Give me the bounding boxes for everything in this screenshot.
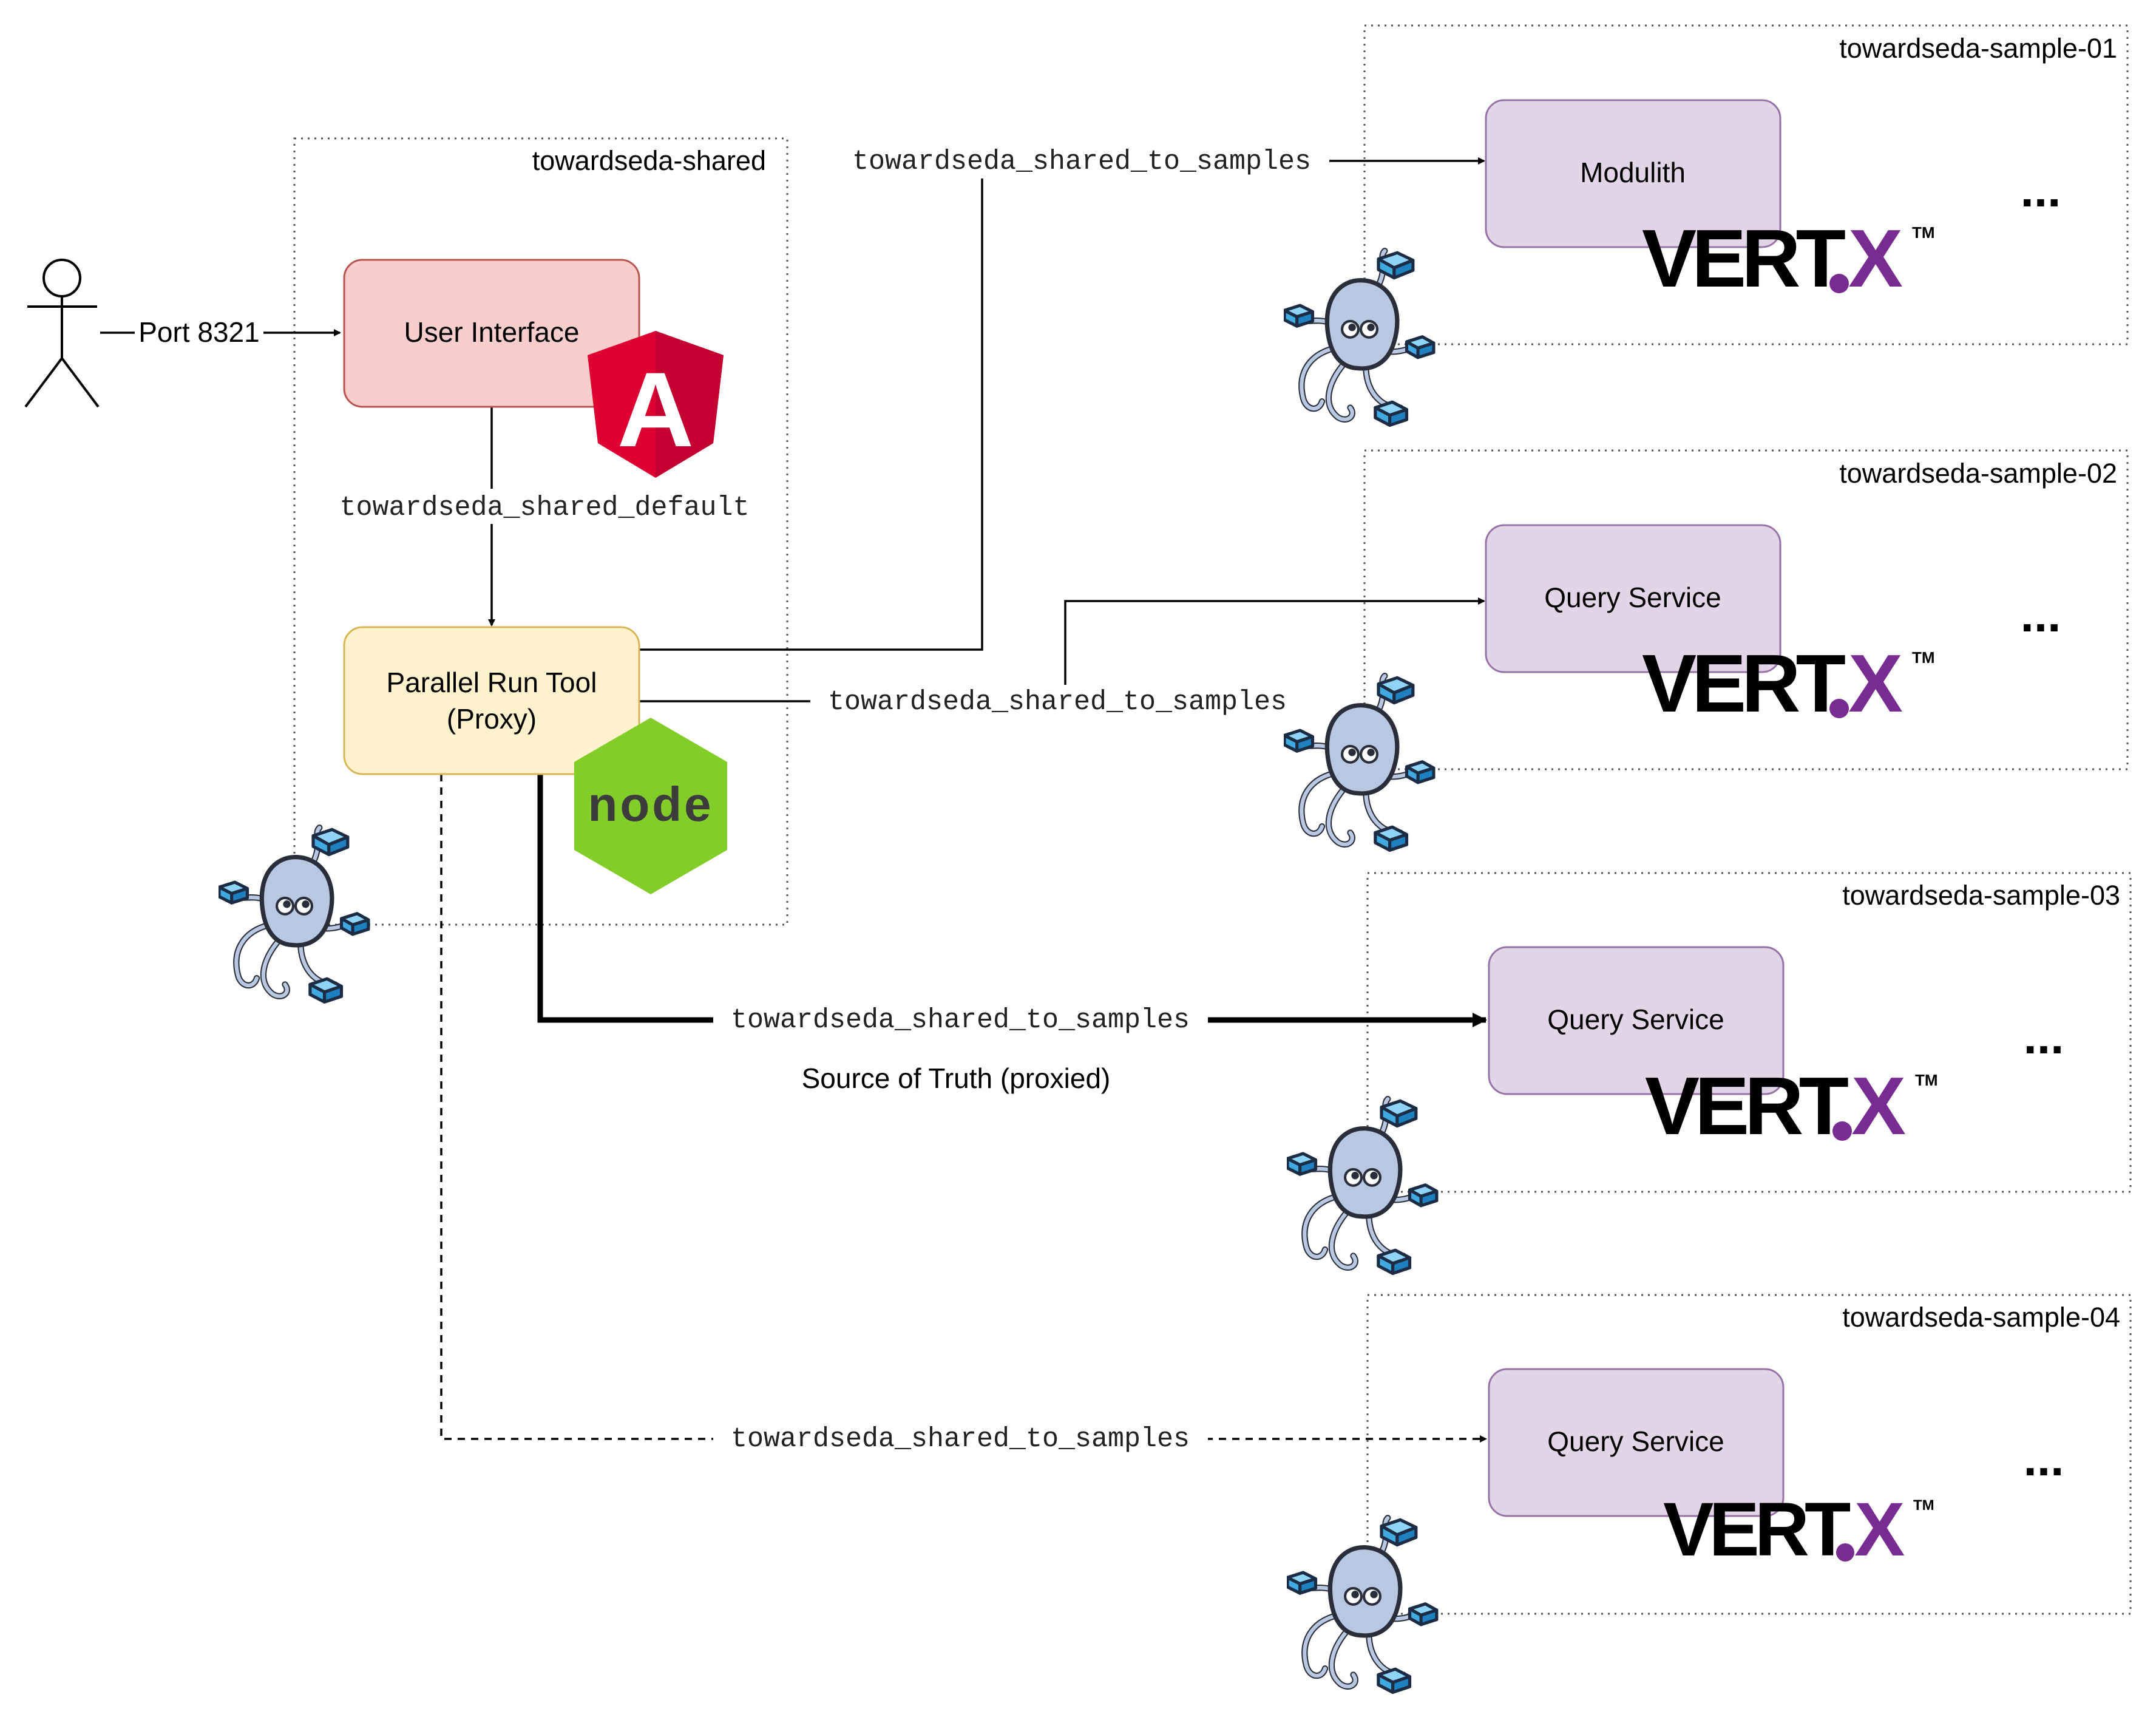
proxy-label-line2: (Proxy)	[447, 703, 537, 735]
network-label-04: towardseda_shared_to_samples	[731, 1424, 1190, 1455]
sample-container-04: towardseda-sample-04	[1366, 1294, 2132, 1615]
service-node-01: Modulith	[1485, 99, 1781, 248]
svg-text:A: A	[617, 351, 694, 469]
sample-title: towardseda-sample-01	[1839, 33, 2117, 64]
svg-text:VERT: VERT	[1642, 212, 1846, 304]
service-label: Query Service	[1547, 1426, 1724, 1457]
octopus-icon	[1284, 251, 1434, 425]
vertx-logo: VERT X TM	[1642, 637, 1935, 729]
service-node-04: Query Service	[1488, 1368, 1785, 1517]
octopus-icon	[1287, 1099, 1437, 1273]
more-marker: ...	[2021, 163, 2061, 217]
service-label: Query Service	[1547, 1004, 1724, 1035]
svg-text:X: X	[1851, 1060, 1906, 1152]
octopus-icon	[1287, 1518, 1437, 1692]
angular-icon: A	[588, 331, 724, 478]
parallel-run-tool-node: Parallel Run Tool (Proxy)	[343, 626, 640, 775]
more-marker: ...	[2021, 588, 2061, 642]
service-label: Query Service	[1544, 582, 1721, 613]
network-label-03: towardseda_shared_to_samples	[731, 1005, 1190, 1036]
edge-to-sample-01	[639, 157, 1485, 651]
port-label: Port 8321	[138, 316, 259, 348]
sample-title: towardseda-sample-02	[1839, 458, 2117, 489]
svg-text:X: X	[1854, 1487, 1905, 1572]
nodejs-icon: node	[574, 718, 727, 894]
user-interface-node: User Interface	[343, 259, 640, 408]
service-node-03: Query Service	[1488, 946, 1785, 1095]
svg-text:VERT: VERT	[1663, 1487, 1851, 1572]
service-node-02: Query Service	[1485, 524, 1781, 673]
svg-text:TM: TM	[1912, 223, 1935, 242]
sample-title: towardseda-sample-04	[1842, 1302, 2120, 1333]
svg-text:VERT: VERT	[1642, 637, 1846, 729]
default-network-label: towardseda_shared_default	[339, 492, 749, 523]
more-marker: ...	[2024, 1010, 2064, 1064]
sample-container-03: towardseda-sample-03	[1366, 872, 2132, 1193]
shared-container	[293, 137, 788, 926]
svg-text:VERT: VERT	[1645, 1060, 1849, 1152]
vertx-logo: VERT X TM	[1642, 212, 1935, 304]
svg-text:node: node	[588, 777, 713, 831]
ui-label: User Interface	[404, 316, 580, 348]
vertx-logo: VERT X TM	[1645, 1060, 1938, 1152]
svg-text:TM: TM	[1912, 648, 1935, 667]
octopus-icon	[219, 828, 368, 1002]
network-label-01: towardseda_shared_to_samples	[852, 146, 1311, 177]
source-of-truth-label: Source of Truth (proxied)	[802, 1062, 1111, 1094]
svg-text:TM: TM	[1915, 1071, 1938, 1089]
network-label-02: towardseda_shared_to_samples	[828, 687, 1287, 718]
proxy-label-line1: Parallel Run Tool	[387, 667, 597, 698]
more-marker: ...	[2024, 1432, 2064, 1486]
sample-container-02: towardseda-sample-02	[1363, 449, 2129, 770]
svg-text:TM: TM	[1913, 1497, 1934, 1514]
shared-container-title: towardseda-shared	[532, 145, 766, 176]
service-label: Modulith	[1580, 157, 1686, 188]
vertx-logo: VERT X TM	[1663, 1487, 1934, 1572]
octopus-icon	[1284, 676, 1434, 850]
edge-to-sample-04	[440, 774, 1487, 1443]
svg-text:X: X	[1848, 212, 1903, 304]
svg-text:X: X	[1848, 637, 1903, 729]
sample-title: towardseda-sample-03	[1842, 880, 2120, 911]
sample-container-01: towardseda-sample-01	[1363, 24, 2129, 345]
user-actor	[24, 259, 100, 408]
